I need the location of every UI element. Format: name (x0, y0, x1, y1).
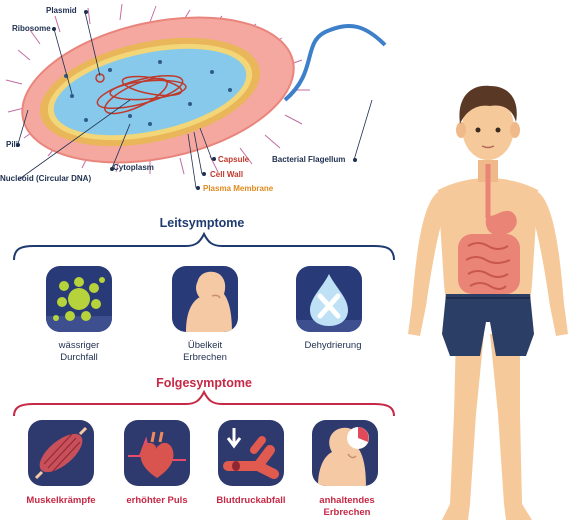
symptom-label-line: Muskelkrämpfe (26, 495, 96, 506)
nausea-tile (172, 266, 238, 332)
leader-dot (52, 27, 56, 31)
splash-icon (46, 277, 112, 332)
leader-dot (110, 167, 114, 171)
symptom-label-cramps: Muskelkrämpfe (14, 495, 108, 507)
plasma-membrane-label: Plasma Membrane (203, 184, 274, 193)
dehydration-tile (296, 266, 362, 332)
vomiting-head-icon (318, 427, 369, 486)
human-body-illustration (408, 85, 568, 520)
symptom-label-diarrhea: wässriger Durchfall (38, 340, 120, 364)
pili-label: Pili (6, 140, 19, 149)
symptom-label-blood-pressure: Blutdruckabfall (204, 495, 298, 507)
vomiting-tile (312, 420, 378, 486)
blood-pressure-tile (218, 420, 284, 486)
nucleoid-label: Nucleoid (Circular DNA) (0, 174, 92, 183)
pulse-tile (124, 420, 190, 486)
plasmid-label: Plasmid (46, 6, 77, 15)
leitsymptome-bracket (13, 231, 395, 261)
symptom-label-line: wässriger Durchfall (58, 340, 100, 363)
leader-dot (16, 143, 20, 147)
nausea-head-icon (186, 271, 232, 332)
ribosome-label: Ribosome (12, 24, 51, 33)
symptom-label-dehydration: Dehydrierung (288, 340, 378, 352)
leitsymptome-title: Leitsymptome (159, 216, 245, 230)
symptom-label-pulse: erhöhter Puls (110, 495, 204, 507)
symptom-label-line: erhöhter Puls (126, 495, 188, 506)
diarrhea-tile (46, 266, 112, 332)
symptom-label-line: Dehydrierung (304, 340, 362, 351)
symptom-label-line: anhaltendes Erbrechen (319, 495, 375, 518)
folgesymptome-title: Folgesymptome (156, 376, 252, 390)
leader-dot (196, 186, 200, 190)
cell-wall-label: Cell Wall (210, 170, 244, 179)
flagellum-label: Bacterial Flagellum (272, 155, 346, 164)
leader-dot (202, 172, 206, 176)
symptom-label-nausea: Übelkeit Erbrechen (164, 340, 246, 364)
symptom-label-vomiting: anhaltendes Erbrechen (300, 495, 394, 519)
water-drop-x-icon (296, 274, 362, 332)
leader-dot (212, 157, 216, 161)
capsule-label: Capsule (218, 155, 250, 164)
folgesymptome-bracket (13, 389, 395, 417)
muscle-cramps-tile (28, 420, 94, 486)
cytoplasm-label: Cytoplasm (113, 163, 154, 172)
muscle-icon (34, 426, 88, 480)
leader-dot (84, 10, 88, 14)
symptom-label-line: Blutdruckabfall (216, 495, 286, 506)
blood-vessel-icon (223, 428, 279, 479)
leader-dot (353, 158, 357, 162)
heart-pulse-icon (128, 431, 186, 478)
bacterium-illustration (5, 3, 387, 189)
symptom-label-line: Übelkeit Erbrechen (183, 340, 227, 363)
